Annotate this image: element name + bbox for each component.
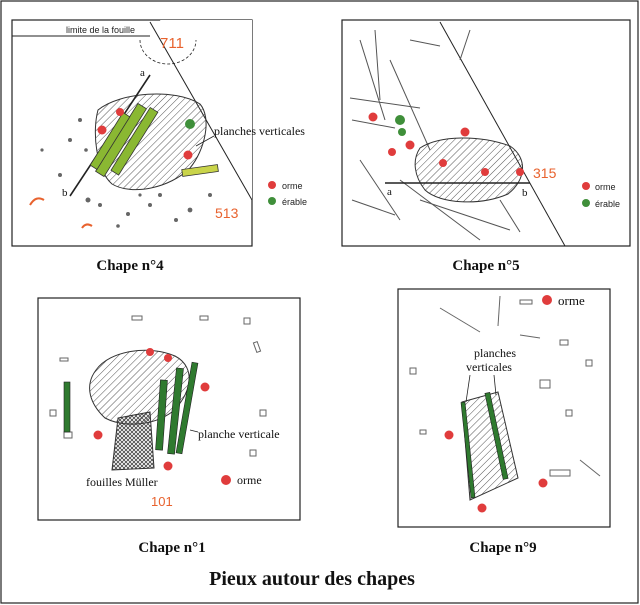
- pit-711-arc: [139, 39, 197, 65]
- muller-label: fouilles Müller: [86, 475, 158, 489]
- sticks-5: [349, 29, 521, 241]
- stake-orme: [200, 382, 210, 392]
- leader-line-1: [189, 429, 199, 433]
- stake-orme: [538, 478, 548, 488]
- axis-letter-a-5: a: [387, 186, 392, 198]
- planks-1: [63, 361, 199, 455]
- panel-chape-4: limite de la fouille 711 a b: [11, 19, 307, 274]
- planks-4: [89, 102, 219, 178]
- caption-chape-5: Chape n°5: [452, 258, 519, 274]
- plank-horizontal: [181, 164, 219, 177]
- panel-4-outside: [12, 20, 252, 246]
- fence-diagonal-5: [439, 21, 566, 247]
- pit-5: [414, 137, 523, 203]
- plank: [167, 367, 184, 455]
- stake-orme: [439, 159, 447, 167]
- panel-chape-9: orme planches verticales Chape n°9: [397, 288, 611, 556]
- debris-4: [40, 118, 212, 228]
- stake-orme: [444, 430, 454, 440]
- stake-orme: [516, 168, 524, 176]
- legend-orme-dot: [268, 181, 276, 189]
- plank: [63, 381, 71, 433]
- stake-orme: [368, 112, 378, 122]
- debris-red: [81, 223, 93, 229]
- axis-letter-a: a: [140, 67, 145, 79]
- debris-1: [49, 315, 267, 457]
- stake-orme: [405, 140, 415, 150]
- plank-label-1: planche verticale: [198, 427, 280, 441]
- leader-line-9b: [493, 374, 497, 396]
- figure-title: Pieux autour des chapes: [209, 568, 415, 590]
- legend-erable-dot-5: [582, 199, 590, 207]
- plank: [484, 391, 509, 480]
- fence-label: limite de la fouille: [66, 25, 135, 35]
- legend-orme-label-5: orme: [595, 182, 616, 192]
- axis-letter-b-5: b: [522, 187, 528, 199]
- legend-orme-dot-5: [582, 182, 590, 190]
- leader-line: [195, 135, 215, 147]
- caption-chape-9: Chape n°9: [469, 540, 536, 556]
- legend-orme-dot-1: [221, 475, 231, 485]
- stake-orme: [460, 127, 470, 137]
- caption-chape-4: Chape n°4: [96, 258, 164, 274]
- stake-orme: [183, 150, 193, 160]
- plank: [460, 401, 476, 499]
- legend-orme-label-9: orme: [558, 293, 585, 308]
- stake-orme: [97, 125, 107, 135]
- panel-9-frame: [397, 288, 611, 528]
- panel-chape-5: a b 315 orme érable Chape n°5: [341, 19, 631, 274]
- stake-orme: [477, 503, 487, 513]
- plank: [110, 106, 159, 176]
- number-711: 711: [160, 35, 184, 52]
- stake-orme: [481, 168, 489, 176]
- number-101: 101: [151, 494, 173, 509]
- stake-orme: [163, 461, 173, 471]
- debris-9: [409, 295, 601, 477]
- stake-orme: [146, 348, 154, 356]
- stake-orme: [164, 354, 172, 362]
- planks-label-9b: verticales: [466, 360, 512, 374]
- muller-excavation: [111, 411, 155, 471]
- planks-label-4: planches verticales: [214, 124, 305, 138]
- stake-erable: [398, 128, 406, 136]
- legend-orme-label: orme: [282, 181, 303, 191]
- stake-orme: [116, 108, 124, 116]
- leader-line-9a: [465, 374, 471, 403]
- legend-erable-label: érable: [282, 197, 307, 207]
- caption-chape-1: Chape n°1: [138, 540, 205, 556]
- legend-erable-dot: [268, 197, 276, 205]
- debris-red: [29, 197, 45, 206]
- legend-orme-label-1: orme: [237, 473, 262, 487]
- axis-letter-b: b: [62, 187, 68, 199]
- panel-chape-1: planche verticale fouilles Müller orme 1…: [37, 297, 301, 556]
- plank: [89, 112, 131, 170]
- plank: [155, 379, 168, 451]
- plank: [175, 361, 199, 455]
- stake-orme: [388, 148, 396, 156]
- stake-orme: [93, 430, 103, 440]
- number-315: 315: [533, 165, 557, 181]
- stake-erable: [395, 115, 405, 125]
- planks-label-9a: planches: [474, 346, 516, 360]
- legend-erable-label-5: érable: [595, 199, 620, 209]
- panel-5-frame: [341, 19, 631, 247]
- stake-erable: [185, 119, 195, 129]
- number-513: 513: [215, 205, 239, 221]
- stake-orme: [542, 295, 552, 305]
